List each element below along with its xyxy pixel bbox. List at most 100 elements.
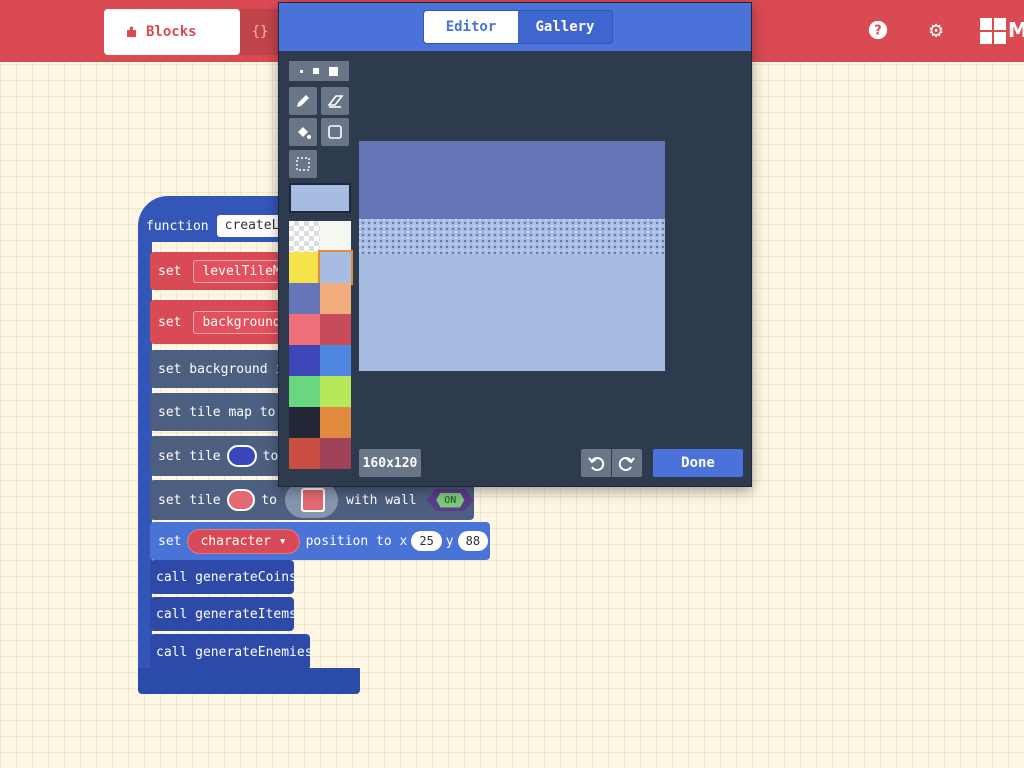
dither-pixel — [629, 231, 631, 233]
dither-pixel — [662, 234, 664, 236]
javascript-tab[interactable]: {} — [240, 9, 280, 55]
dither-pixel — [509, 243, 511, 245]
dither-pixel — [587, 219, 589, 221]
variable-dropdown[interactable]: levelTileMa — [193, 259, 298, 283]
dither-pixel — [467, 237, 469, 239]
dither-pixel — [656, 228, 658, 230]
tab-editor[interactable]: Editor — [424, 11, 518, 43]
dither-pixel — [443, 219, 445, 221]
redo-button[interactable] — [612, 449, 642, 477]
dither-pixel — [536, 240, 538, 242]
dither-pixel — [533, 219, 535, 221]
dither-pixel — [500, 234, 502, 236]
eraser-tool[interactable] — [321, 87, 349, 115]
brush-size-selector[interactable] — [289, 61, 349, 81]
dither-pixel — [617, 231, 619, 233]
editor-mode-switch: Editor Gallery — [423, 10, 613, 44]
dither-pixel — [404, 228, 406, 230]
set-background-map-block[interactable]: set backgroundM — [150, 300, 298, 344]
color-swatch[interactable] — [289, 252, 320, 283]
dither-pixel — [395, 225, 397, 227]
tab-gallery[interactable]: Gallery — [518, 11, 612, 43]
color-swatch[interactable] — [318, 250, 353, 285]
dither-pixel — [362, 222, 364, 224]
dither-pixel — [461, 249, 463, 251]
dither-pixel — [377, 243, 379, 245]
dither-pixel — [392, 252, 394, 254]
dither-pixel — [404, 222, 406, 224]
undo-button[interactable] — [581, 449, 611, 477]
color-swatch[interactable] — [320, 376, 351, 407]
wall-toggle[interactable]: ON — [426, 489, 474, 511]
dither-pixel — [557, 231, 559, 233]
function-name-field[interactable]: createLe — [216, 215, 296, 237]
dither-pixel — [602, 246, 604, 248]
dither-pixel — [593, 231, 595, 233]
brush-small-icon[interactable] — [300, 69, 303, 73]
dither-pixel — [374, 228, 376, 230]
function-block-header[interactable]: function createLe — [138, 196, 296, 242]
color-swatch[interactable] — [320, 407, 351, 438]
dither-pixel — [638, 240, 640, 242]
fill-tool[interactable] — [289, 118, 317, 146]
brush-large-icon[interactable] — [329, 66, 338, 76]
color-swatch[interactable] — [320, 314, 351, 345]
dither-pixel — [539, 231, 541, 233]
tile-color-picker[interactable] — [226, 445, 257, 467]
dither-pixel — [569, 225, 571, 227]
canvas-size-label[interactable]: 160x120 — [359, 449, 421, 477]
color-swatch[interactable] — [320, 221, 351, 252]
color-swatch[interactable] — [289, 438, 320, 469]
dither-pixel — [554, 240, 556, 242]
tile-image-field[interactable] — [284, 482, 339, 518]
color-swatch[interactable] — [289, 283, 320, 314]
gear-icon[interactable]: ⚙ — [929, 17, 943, 43]
dither-pixel — [359, 219, 361, 221]
set-position-block[interactable]: set character ▾ position to x 25 y 88 — [150, 522, 490, 560]
set-level-tilemap-block[interactable]: set levelTileMa — [150, 252, 298, 290]
paint-bucket-icon — [298, 127, 311, 139]
set-background-image-block[interactable]: set background i — [150, 350, 283, 388]
variable-dropdown[interactable]: backgroundM — [193, 310, 298, 334]
rectangle-tool[interactable] — [321, 118, 349, 146]
dither-pixel — [479, 225, 481, 227]
image-editor-dialog: Editor Gallery 160x120 Done — [278, 2, 752, 487]
dither-pixel — [605, 231, 607, 233]
image-canvas[interactable] — [359, 141, 665, 371]
dither-pixel — [401, 219, 403, 221]
y-input[interactable]: 88 — [457, 531, 489, 551]
marquee-tool[interactable] — [289, 150, 317, 178]
color-swatch[interactable] — [289, 345, 320, 376]
color-swatch[interactable] — [320, 438, 351, 469]
dither-pixel — [455, 237, 457, 239]
dither-pixel — [383, 231, 385, 233]
call-generate-items-block[interactable]: call generateItems — [150, 597, 297, 631]
call-generate-enemies-block[interactable]: call generateEnemies — [150, 634, 313, 670]
set-tile-wall-block[interactable]: set tile to — [150, 436, 280, 476]
editor-header: Editor Gallery — [279, 3, 751, 51]
color-swatch[interactable] — [289, 407, 320, 438]
pencil-tool[interactable] — [289, 87, 317, 115]
call-generate-coins-block[interactable]: call generateCoins — [150, 560, 297, 594]
brush-medium-icon[interactable] — [313, 68, 319, 74]
sprite-dropdown[interactable]: character ▾ — [187, 528, 300, 554]
dither-pixel — [479, 243, 481, 245]
color-swatch[interactable] — [289, 314, 320, 345]
dither-pixel — [428, 228, 430, 230]
undo-icon — [588, 457, 605, 471]
blocks-tab[interactable]: Blocks — [104, 9, 240, 55]
done-button[interactable]: Done — [653, 449, 743, 477]
set-tile-map-block[interactable]: set tile map to — [150, 393, 280, 431]
microsoft-logo-icon[interactable] — [980, 18, 1006, 44]
dither-pixel — [458, 246, 460, 248]
dither-pixel — [509, 237, 511, 239]
tile-color-picker[interactable] — [226, 489, 256, 511]
color-swatch[interactable] — [289, 221, 320, 252]
x-input[interactable]: 25 — [411, 531, 442, 551]
color-swatch[interactable] — [289, 376, 320, 407]
color-swatch[interactable] — [320, 283, 351, 314]
color-swatch[interactable] — [320, 345, 351, 376]
help-icon[interactable]: ? — [866, 18, 890, 42]
dither-pixel — [461, 243, 463, 245]
dither-pixel — [494, 234, 496, 236]
